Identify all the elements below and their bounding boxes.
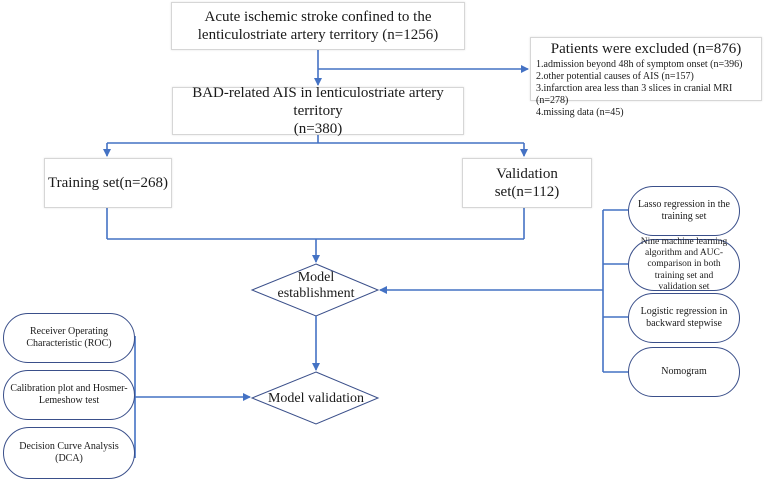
excluded-item: 4.missing data (n=45) <box>536 107 624 118</box>
bad-line2: (n=380) <box>293 121 343 137</box>
validation-calibration-pill: Calibration plot and Hosmer-Lemeshow tes… <box>3 370 135 420</box>
excluded-patients-box: Patients were excluded (n=876) 1.admissi… <box>530 37 762 118</box>
method-logistic-label: Logistic regression in backward stepwise <box>640 305 728 330</box>
model-establishment-line2: establishment <box>277 286 355 302</box>
excluded-item: 2.other potential causes of AIS (n=157) <box>536 71 694 82</box>
model-validation-diamond <box>250 371 380 425</box>
method-ml-algorithms-pill: Nine machine learning algorithm and AUC-… <box>628 236 740 293</box>
bad-line1: BAD-related AIS in lenticulostriate arte… <box>192 85 444 119</box>
model-establishment-line1: Model <box>297 270 335 285</box>
validation-dca-pill: Decision Curve Analysis (DCA) <box>3 427 135 479</box>
validation-roc-label: Receiver Operating Characteristic (ROC) <box>26 325 112 350</box>
validation-set-box: Validation set(n=112) <box>462 158 592 208</box>
validation-dca-label: Decision Curve Analysis (DCA) <box>19 440 119 465</box>
method-ml-label: Nine machine learning algorithm and AUC-… <box>640 236 728 293</box>
validation-set-label: Validation set(n=112) <box>494 166 560 200</box>
excluded-title: Patients were excluded (n=876) <box>550 41 742 57</box>
method-nomogram-pill: Nomogram <box>628 347 740 397</box>
validation-roc-pill: Receiver Operating Characteristic (ROC) <box>3 313 135 363</box>
model-establishment-label: Model establishment <box>255 270 377 302</box>
method-lasso-label: Lasso regression in the training set <box>638 198 730 223</box>
initial-cohort-line1: Acute ischemic stroke confined to the <box>204 9 432 25</box>
model-validation-label: Model validation <box>267 391 365 406</box>
excluded-item: 1.admission beyond 48h of symptom onset … <box>536 59 743 70</box>
initial-cohort-box: Acute ischemic stroke confined to the le… <box>171 2 465 50</box>
excluded-item: 3.infarction area less than 3 slices in … <box>536 83 733 106</box>
method-nomogram-label: Nomogram <box>661 365 707 377</box>
method-logistic-pill: Logistic regression in backward stepwise <box>628 293 740 343</box>
initial-cohort-line2: lenticulostriate artery territory (n=125… <box>197 27 439 43</box>
training-set-label: Training set(n=268) <box>48 175 168 191</box>
training-set-box: Training set(n=268) <box>44 158 172 208</box>
method-lasso-pill: Lasso regression in the training set <box>628 186 740 236</box>
bad-related-ais-box: BAD-related AIS in lenticulostriate arte… <box>172 85 464 137</box>
validation-calibration-label: Calibration plot and Hosmer-Lemeshow tes… <box>10 382 128 407</box>
